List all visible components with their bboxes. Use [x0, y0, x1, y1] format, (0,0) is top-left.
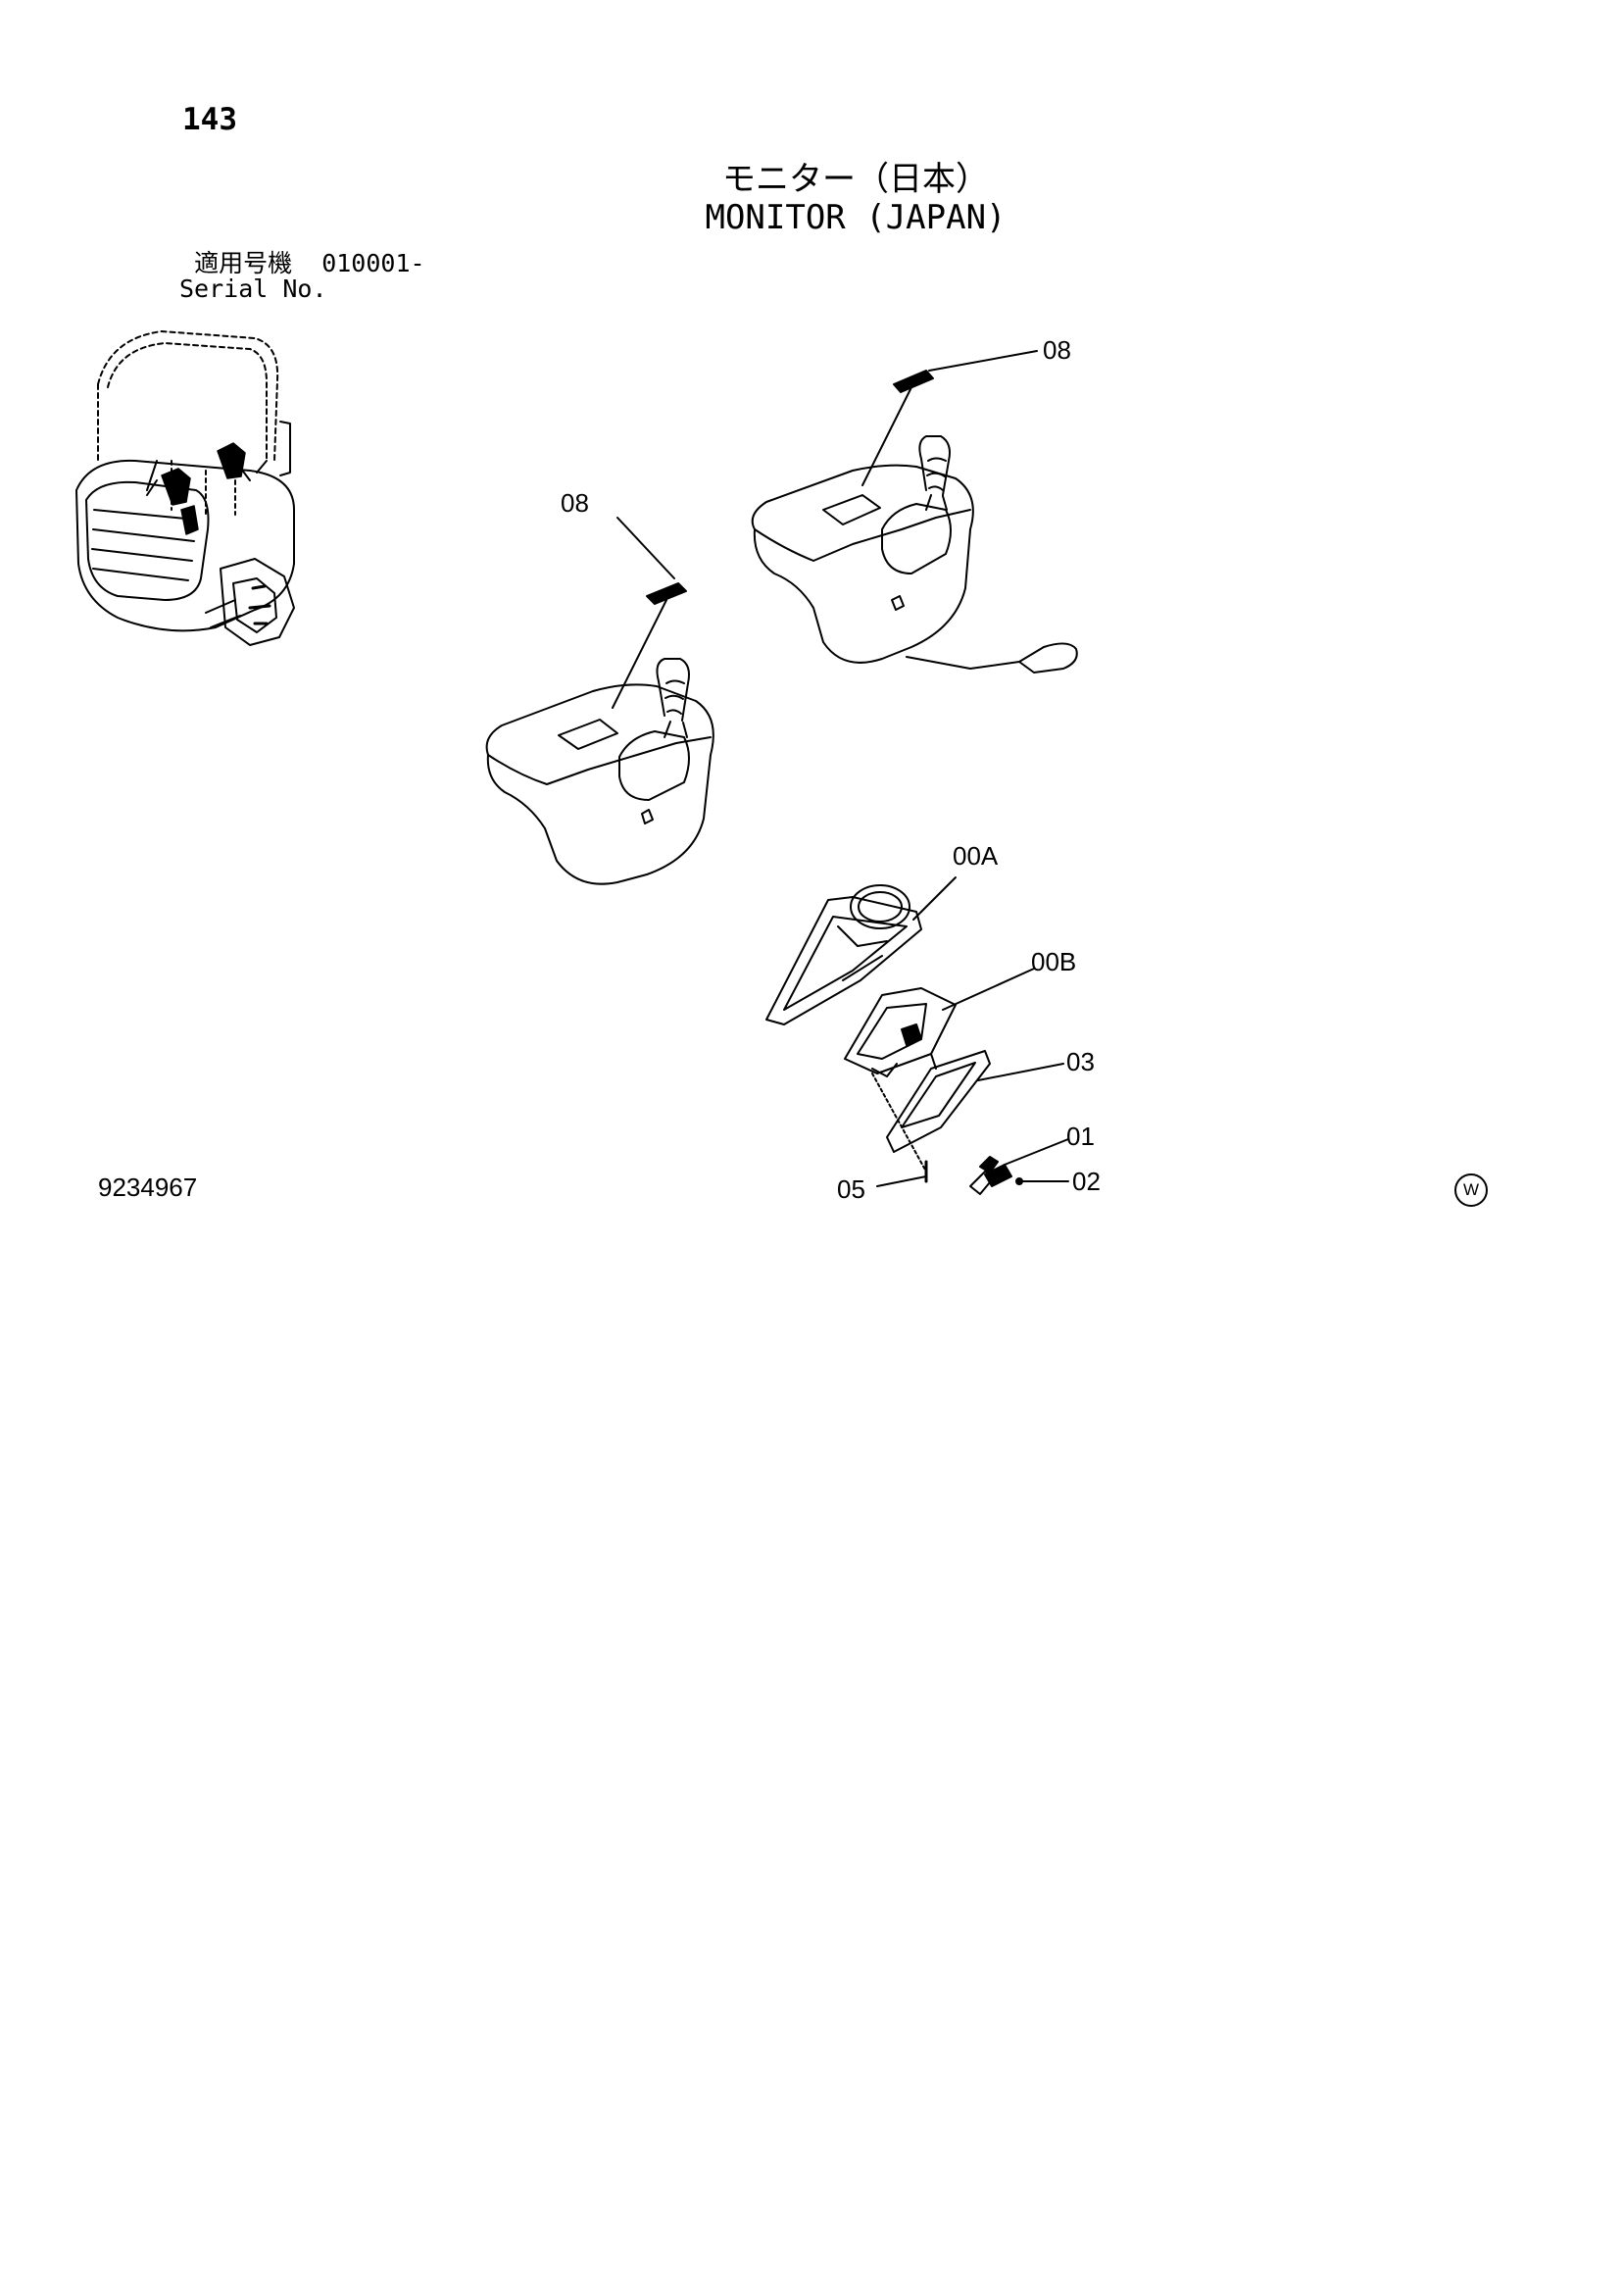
callout-00A: 00A	[953, 841, 999, 871]
right-control-console	[751, 435, 1078, 674]
serial-row-ja: 適用号機 010001-	[179, 249, 425, 277]
page-number: 143	[182, 102, 237, 137]
callout-02: 02	[1072, 1167, 1101, 1196]
bracket-part-03	[871, 1050, 1064, 1173]
callout-08-left: 08	[561, 488, 589, 518]
decal-part-08-right	[861, 350, 1038, 486]
serial-number-block: 適用号機 010001- Serial No.	[179, 251, 425, 302]
page-title-english: MONITOR (JAPAN)	[705, 198, 1007, 237]
exploded-parts-diagram: 08 08 00A 00B 03 01 02 05	[75, 330, 1101, 1204]
decal-part-08-left	[612, 517, 687, 709]
page-title-japanese: モニター（日本）	[722, 160, 989, 199]
fastener-parts-01-02	[969, 1138, 1069, 1195]
callout-05: 05	[837, 1174, 865, 1204]
watermark-circle-w: W	[1454, 1173, 1488, 1207]
monitor-body-part-00B	[844, 968, 1035, 1077]
drawing-number: 9234967	[98, 1173, 198, 1202]
callout-00B: 00B	[1031, 947, 1076, 976]
callout-01: 01	[1066, 1122, 1095, 1151]
left-control-console	[485, 658, 714, 885]
callout-03: 03	[1066, 1047, 1095, 1076]
screw-part-05	[876, 1160, 928, 1187]
serial-label-japanese: 適用号機	[194, 249, 293, 277]
callout-08-right: 08	[1043, 335, 1071, 365]
serial-label-english: Serial No.	[179, 275, 327, 303]
cab-overview-illustration	[75, 330, 295, 646]
monitor-housing-part-00A	[765, 876, 957, 1025]
serial-value: 010001-	[321, 249, 425, 277]
